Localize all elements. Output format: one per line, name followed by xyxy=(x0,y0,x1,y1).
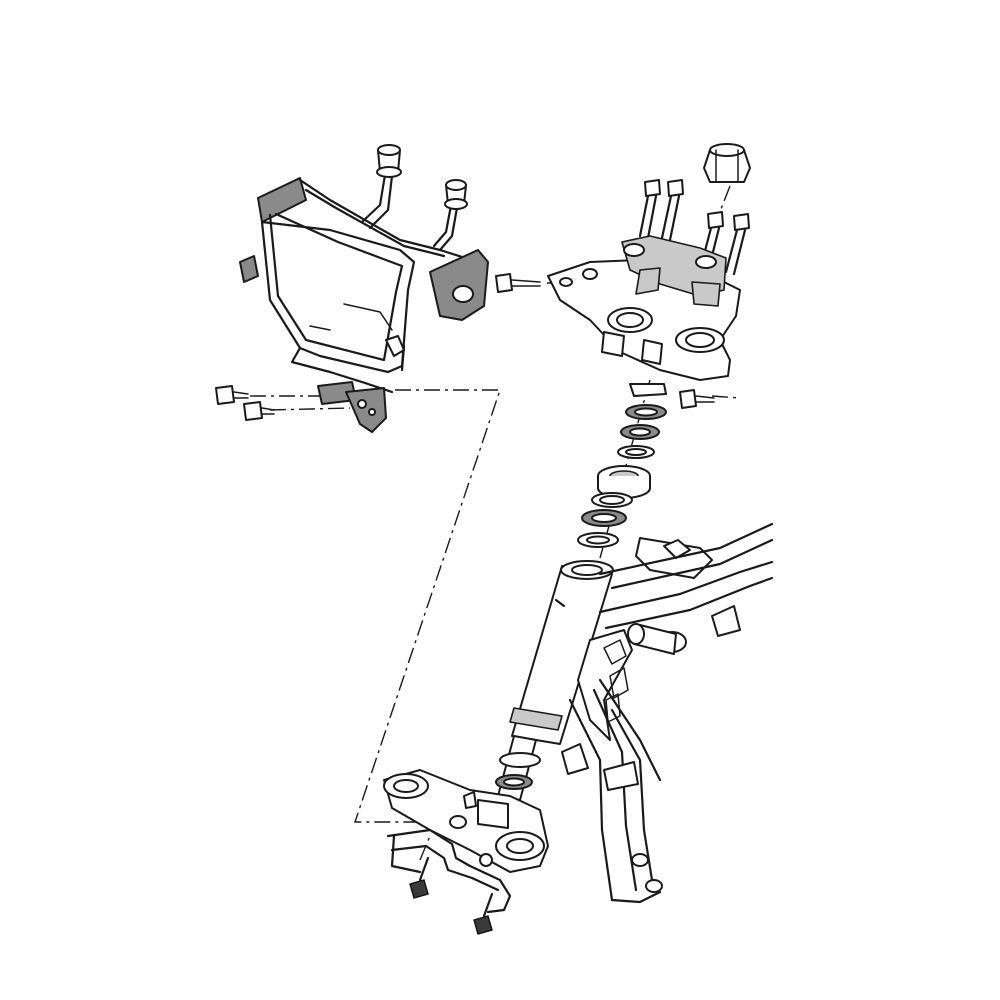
top-nut xyxy=(703,143,751,183)
rubber-cap-left xyxy=(376,144,402,178)
upper-bracket xyxy=(547,235,741,381)
steering-bearing-stack xyxy=(577,383,667,548)
guide-bolt-2 xyxy=(473,892,494,935)
frame xyxy=(509,522,774,904)
rubber-cap-right xyxy=(444,179,468,210)
bracket-bolt-2 xyxy=(243,401,275,421)
guide-bolt-1 xyxy=(409,856,430,899)
upper-bracket-bolt-right xyxy=(679,389,715,409)
headlight-bracket xyxy=(239,173,489,433)
bracket-bolt-1 xyxy=(215,385,249,405)
brake-hose-guide xyxy=(386,828,512,914)
lower-bracket xyxy=(383,735,549,873)
upper-bracket-bolt-left xyxy=(495,273,541,293)
